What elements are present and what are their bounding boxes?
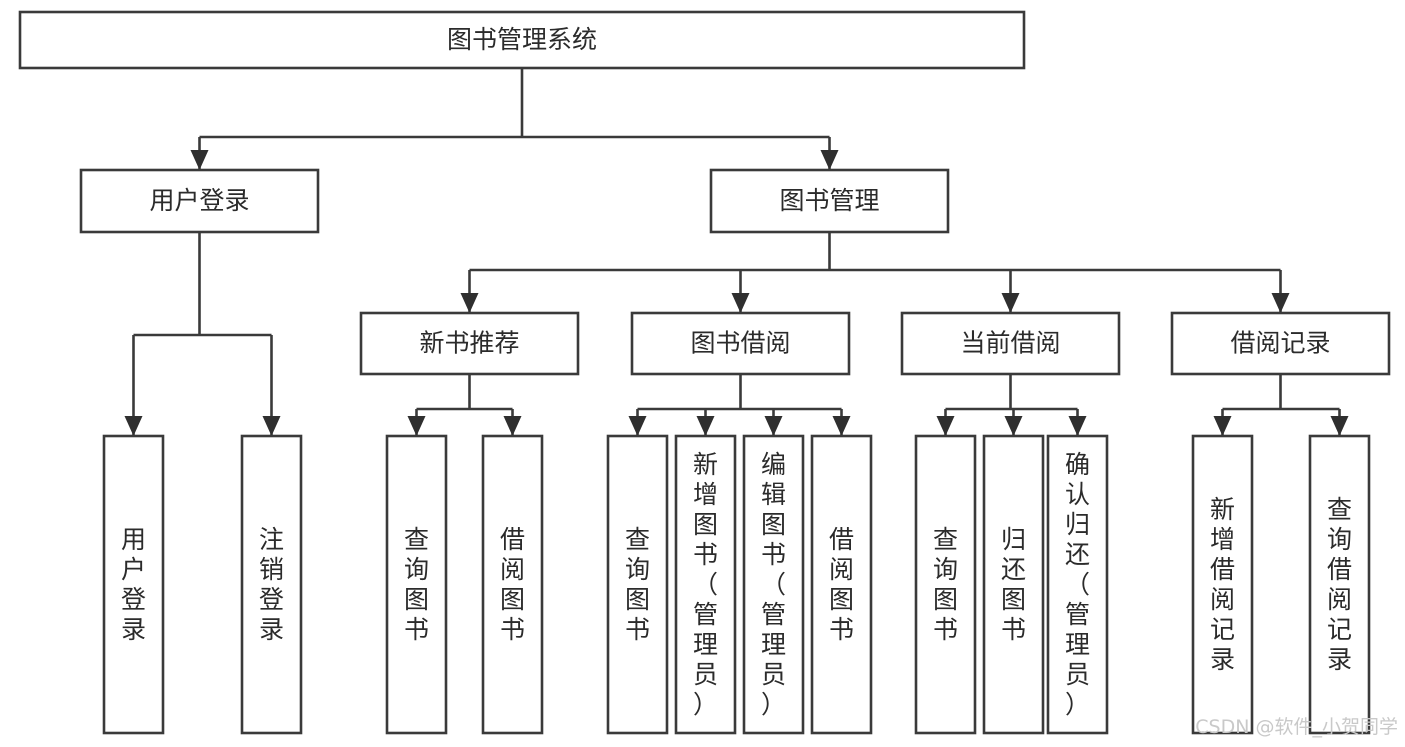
node-book-borrow[interactable]: 图书借阅: [630, 311, 851, 376]
arrow-head-icon: [1001, 293, 1020, 313]
node-label-leaf-query-book-1: 查询图书: [404, 525, 429, 644]
node-box-leaf-confirm-return: [1046, 434, 1109, 735]
arrow-head-icon: [936, 416, 955, 436]
node-box-user-login: [79, 168, 320, 234]
node-leaf-user-login[interactable]: 用户登录: [102, 434, 165, 735]
node-box-borrow-record: [1170, 311, 1391, 376]
node-leaf-add-book[interactable]: 新增图书（管理员）: [674, 434, 737, 735]
arrow-head-icon: [1271, 293, 1290, 313]
node-label-new-book-recommend: 新书推荐: [419, 329, 519, 358]
node-label-leaf-borrow-book-1: 借阅图书: [500, 525, 525, 644]
node-leaf-confirm-return[interactable]: 确认归还（管理员）: [1046, 434, 1109, 735]
csdn-watermark: CSDN @软件_小贺同学: [1195, 716, 1398, 738]
arrow-head-icon: [407, 416, 426, 436]
node-leaf-query-record[interactable]: 查询借阅记录: [1308, 434, 1371, 735]
connector-group-root: [190, 68, 839, 170]
node-leaf-return-book[interactable]: 归还图书: [982, 434, 1045, 735]
node-box-leaf-query-book-2: [606, 434, 669, 735]
node-label-leaf-add-record: 新增借阅记录: [1210, 495, 1235, 674]
node-box-leaf-query-book-3: [914, 434, 977, 735]
node-label-leaf-add-book: 新增图书（管理员）: [693, 450, 718, 719]
node-label-current-borrow: 当前借阅: [960, 329, 1060, 358]
node-leaf-logout[interactable]: 注销登录: [240, 434, 303, 735]
node-box-leaf-add-record: [1191, 434, 1254, 735]
node-label-root: 图书管理系统: [447, 25, 597, 54]
arrow-head-icon: [460, 293, 479, 313]
node-box-leaf-return-book: [982, 434, 1045, 735]
node-box-current-borrow: [900, 311, 1121, 376]
node-leaf-edit-book[interactable]: 编辑图书（管理员）: [742, 434, 805, 735]
node-box-leaf-query-book-1: [385, 434, 448, 735]
node-box-leaf-borrow-book-1: [481, 434, 544, 735]
arrow-head-icon: [1068, 416, 1087, 436]
arrow-head-icon: [503, 416, 522, 436]
node-label-leaf-query-book-3: 查询图书: [933, 525, 958, 644]
connector-group-new-book-recommend: [407, 374, 522, 436]
node-label-leaf-edit-book: 编辑图书（管理员）: [761, 450, 786, 719]
arrow-head-icon: [731, 293, 750, 313]
node-label-leaf-borrow-book-2: 借阅图书: [829, 525, 854, 644]
node-box-leaf-edit-book: [742, 434, 805, 735]
arrow-head-icon: [628, 416, 647, 436]
arrow-head-icon: [190, 150, 209, 170]
node-leaf-add-record[interactable]: 新增借阅记录: [1191, 434, 1254, 735]
node-box-leaf-query-record: [1308, 434, 1371, 735]
node-label-leaf-confirm-return: 确认归还（管理员）: [1065, 450, 1090, 719]
arrow-head-icon: [832, 416, 851, 436]
node-label-book-borrow: 图书借阅: [690, 329, 790, 358]
connector-group-current-borrow: [936, 374, 1087, 436]
node-leaf-query-book-3[interactable]: 查询图书: [914, 434, 977, 735]
node-label-borrow-record: 借阅记录: [1230, 329, 1330, 358]
connector-group-borrow-record: [1213, 374, 1349, 436]
arrow-head-icon: [262, 416, 281, 436]
node-label-user-login: 用户登录: [149, 186, 249, 215]
node-label-leaf-query-record: 查询借阅记录: [1327, 495, 1352, 674]
node-book-manage[interactable]: 图书管理: [709, 168, 950, 234]
node-box-leaf-add-book: [674, 434, 737, 735]
node-leaf-query-book-1[interactable]: 查询图书: [385, 434, 448, 735]
node-user-login[interactable]: 用户登录: [79, 168, 320, 234]
nodes-layer: 图书管理系统用户登录图书管理新书推荐图书借阅当前借阅借阅记录用户登录注销登录查询…: [18, 10, 1391, 735]
node-leaf-borrow-book-2[interactable]: 借阅图书: [810, 434, 873, 735]
connector-group-book-manage: [460, 232, 1290, 313]
arrow-head-icon: [1213, 416, 1232, 436]
node-box-root: [18, 10, 1026, 70]
node-box-leaf-user-login: [102, 434, 165, 735]
node-leaf-query-book-2[interactable]: 查询图书: [606, 434, 669, 735]
node-label-leaf-return-book: 归还图书: [1001, 525, 1026, 644]
arrow-head-icon: [1330, 416, 1349, 436]
arrow-head-icon: [1004, 416, 1023, 436]
node-box-leaf-borrow-book-2: [810, 434, 873, 735]
arrow-head-icon: [696, 416, 715, 436]
node-label-leaf-user-login: 用户登录: [121, 525, 146, 644]
node-label-leaf-logout: 注销登录: [259, 525, 284, 644]
node-label-leaf-query-book-2: 查询图书: [625, 525, 650, 644]
node-box-new-book-recommend: [359, 311, 580, 376]
connector-group-user-login: [124, 232, 281, 436]
arrow-head-icon: [764, 416, 783, 436]
node-label-book-manage: 图书管理: [779, 186, 879, 215]
node-box-leaf-logout: [240, 434, 303, 735]
node-box-book-manage: [709, 168, 950, 234]
node-root[interactable]: 图书管理系统: [18, 10, 1026, 70]
node-new-book-recommend[interactable]: 新书推荐: [359, 311, 580, 376]
arrow-head-icon: [820, 150, 839, 170]
connector-group-book-borrow: [628, 374, 851, 436]
node-current-borrow[interactable]: 当前借阅: [900, 311, 1121, 376]
node-borrow-record[interactable]: 借阅记录: [1170, 311, 1391, 376]
arrow-head-icon: [124, 416, 143, 436]
node-box-book-borrow: [630, 311, 851, 376]
node-leaf-borrow-book-1[interactable]: 借阅图书: [481, 434, 544, 735]
connectors-layer: [124, 68, 1349, 436]
